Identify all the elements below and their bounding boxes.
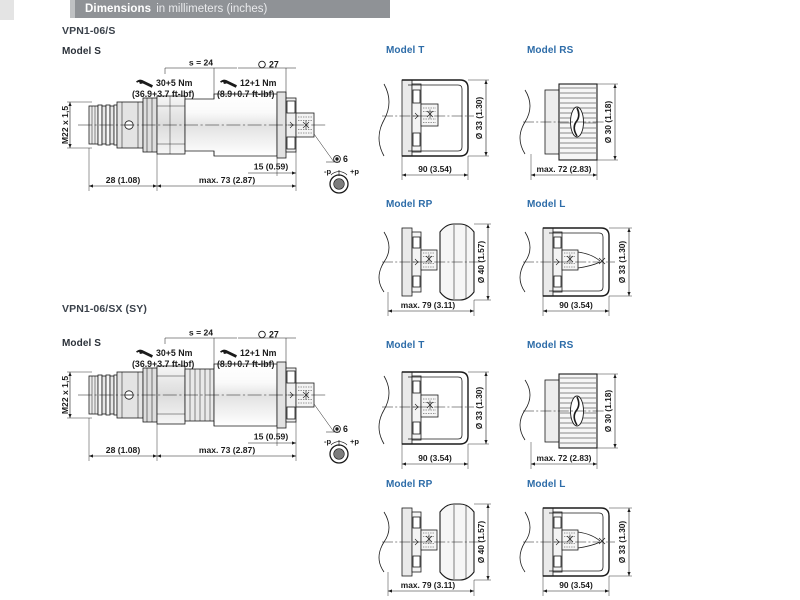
port-plus-label: +p (350, 167, 359, 176)
section-2-variant-0-width-label: 90 (3.54) (418, 453, 452, 463)
dim-spanner-label: s = 24 (189, 58, 213, 68)
variant-2-dia-label: Ø 40 (1.57) (476, 241, 486, 284)
dim-left-label: 28 (1.08) (106, 175, 141, 185)
section-1-variant-1-title: Model RS (527, 45, 574, 56)
variant-0-dia-label: Ø 33 (1.30) (474, 97, 484, 140)
pin-count-icon (333, 155, 341, 163)
pin-count-icon-2 (333, 425, 341, 433)
section-title-2: VPN1-06/SX (SY) (62, 303, 147, 315)
torque-icon-1 (136, 79, 153, 88)
section-1-variant-0-title: Model T (386, 45, 425, 56)
pin-count-label: 6 (343, 154, 348, 164)
variant-1-dia-label: Ø 30 (1.18) (603, 101, 613, 144)
section-1-variant-1-drawing: Ø 30 (1.18) max. 72 (2.83) (519, 72, 663, 187)
section-2-variant-1-width-label: max. 72 (2.83) (537, 453, 592, 463)
dim-spanner-label-2: s = 24 (189, 328, 213, 338)
torque-1-value-2: 30+5 Nm (156, 348, 193, 358)
torque-1-imperial: (36.9+3.7 ft-lbf) (132, 89, 194, 99)
section-2-model-s-drawing: M22 x 1,5 (60, 326, 362, 471)
section-1-variant-2-drawing: Ø 40 (1.57) max. 79 (3.11) (378, 218, 522, 318)
variant-1-width-label: max. 72 (2.83) (537, 164, 592, 174)
torque-2-value: 12+1 Nm (240, 78, 277, 88)
section-2-variant-1-title: Model RS (527, 340, 574, 351)
dim-total-label-2: max. 73 (2.87) (199, 445, 256, 455)
variant-3-dia-label: Ø 33 (1.30) (617, 241, 627, 284)
section-2-variant-3-dia-label: Ø 33 (1.30) (617, 521, 627, 564)
dim-thread-label: M22 x 1,5 (60, 106, 70, 144)
header-title-light: in millimeters (inches) (156, 3, 268, 15)
section-2-variant-3-width-label: 90 (3.54) (559, 580, 593, 590)
section-2-variant-2-title: Model RP (386, 479, 433, 490)
section-2-variant-1-dia-label: Ø 30 (1.18) (603, 390, 613, 433)
section-title-1: VPN1-06/S (62, 25, 116, 37)
port-plus-label-2: +p (350, 437, 359, 446)
section-1-variant-3-title: Model L (527, 199, 566, 210)
section-2-variant-0-dia-label: Ø 33 (1.30) (474, 387, 484, 430)
section-2-variant-2-drawing: Ø 40 (1.57) max. 79 (3.11) (378, 498, 522, 598)
hex-27-label: 27 (269, 60, 279, 70)
torque-2-value-2: 12+1 Nm (240, 348, 277, 358)
section-2-variant-0-title: Model T (386, 340, 425, 351)
section-2-variant-2-dia-label: Ø 40 (1.57) (476, 521, 486, 564)
section-2-model-s-title: Model S (62, 338, 102, 349)
section-1-variant-3-drawing: Ø 33 (1.30) 90 (3.54) (519, 218, 663, 318)
variant-2-width-label: max. 79 (3.11) (401, 300, 456, 310)
port-polarity-symbol (329, 170, 349, 194)
torque-icon-2 (220, 79, 237, 88)
section-2-variant-1-drawing: Ø 30 (1.18) max. 72 (2.83) (519, 364, 663, 476)
section-1-model-s-title: Model S (62, 46, 102, 57)
hex-27-label-2: 27 (269, 330, 279, 340)
port-polarity-symbol-2 (329, 440, 349, 464)
variant-3-width-label: 90 (3.54) (559, 300, 593, 310)
torque-2-imperial: (8.9+0.7 ft-lbf) (217, 89, 275, 99)
dim-right-label: 15 (0.59) (254, 162, 289, 172)
section-1-variant-0-drawing: Ø 33 (1.30) 90 (3.54) (378, 72, 522, 187)
dim-thread-label-2: M22 x 1,5 (60, 376, 70, 414)
section-2-variant-3-drawing: Ø 33 (1.30) 90 (3.54) (519, 498, 663, 598)
section-1-model-s-drawing: M22 x 1,5 (60, 56, 362, 201)
torque-1-value: 30+5 Nm (156, 78, 193, 88)
torque-2-imperial-2: (8.9+0.7 ft-lbf) (217, 359, 275, 369)
torque-icon-2-section-2 (220, 349, 237, 358)
torque-1-imperial-2: (36.9+3.7 ft-lbf) (132, 359, 194, 369)
dim-left-label-2: 28 (1.08) (106, 445, 141, 455)
left-edge-band (0, 0, 14, 20)
section-2-variant-0-drawing: Ø 33 (1.30) 90 (3.54) (378, 364, 522, 476)
header-title-strong: Dimensions (85, 3, 152, 15)
torque-icon-1-section-2 (136, 349, 153, 358)
port-minus-label-2: -p (324, 437, 332, 446)
section-2-variant-3-title: Model L (527, 479, 566, 490)
dim-total-label: max. 73 (2.87) (199, 175, 256, 185)
dimensions-header-bar: Dimensions in millimeters (inches) (75, 0, 390, 18)
header-bar-tail (70, 0, 75, 18)
dim-right-label-2: 15 (0.59) (254, 432, 289, 442)
section-1-variant-2-title: Model RP (386, 199, 433, 210)
port-minus-label: -p (324, 167, 332, 176)
pin-count-label-2: 6 (343, 424, 348, 434)
variant-0-width-label: 90 (3.54) (418, 164, 452, 174)
section-2-variant-2-width-label: max. 79 (3.11) (401, 580, 456, 590)
